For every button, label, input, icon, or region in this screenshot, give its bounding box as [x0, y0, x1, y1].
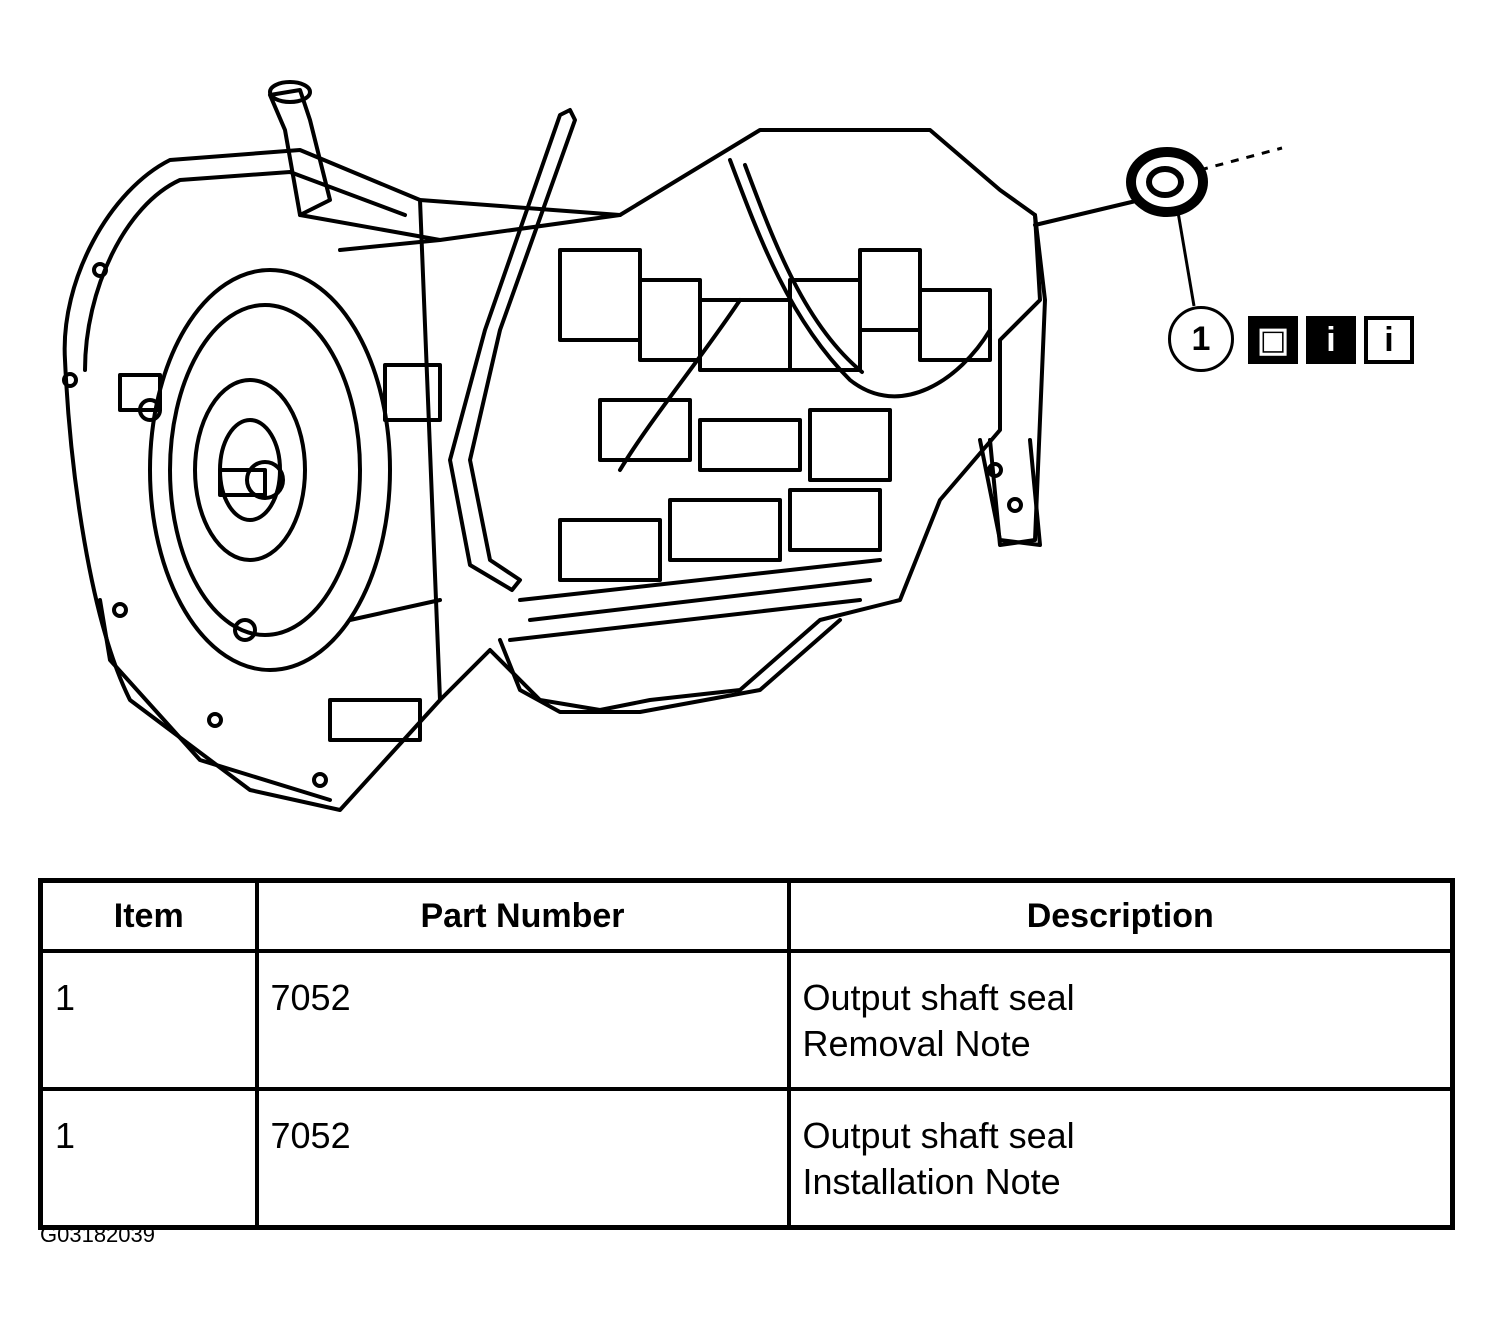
bell-housing-outline: [62, 148, 442, 812]
table-row: 1 7052 Output shaft seal Installation No…: [38, 1087, 1455, 1230]
table-row: 1 7052 Output shaft seal Removal Note: [38, 949, 1455, 1091]
cell-description: Output shaft seal Installation Note: [786, 1087, 1455, 1230]
description-line: Output shaft seal: [802, 977, 1075, 1018]
header-part-number: Part Number: [254, 878, 791, 953]
special-tool-icon: ▣: [1248, 316, 1298, 364]
figure-code: G03182039: [40, 1222, 155, 1247]
description-line: Output shaft seal: [802, 1115, 1075, 1156]
mount-bracket: [978, 438, 1042, 547]
cell-description: Output shaft seal Removal Note: [786, 949, 1455, 1091]
oil-pan: [498, 618, 842, 714]
info-outline-icon: i: [1364, 316, 1414, 364]
table-header-row: Item Part Number Description: [38, 878, 1455, 953]
cell-part-number: 7052: [254, 949, 791, 1091]
output-shaft-seal: [1126, 146, 1283, 307]
transmission-illustration: [62, 80, 1283, 812]
cell-item: 1: [38, 949, 259, 1091]
note-link-installation[interactable]: Installation Note: [802, 1161, 1061, 1202]
callout-number: 1: [1168, 306, 1234, 372]
info-icon: i: [1306, 316, 1356, 364]
header-item: Item: [38, 878, 259, 953]
parts-table: Item Part Number Description 1 7052 Outp…: [38, 878, 1455, 1230]
header-description: Description: [786, 878, 1455, 953]
cell-part-number: 7052: [254, 1087, 791, 1230]
dipstick: [448, 108, 577, 592]
cell-item: 1: [38, 1087, 259, 1230]
callout-group: 1 ▣ i i: [1168, 306, 1418, 372]
note-link-removal[interactable]: Removal Note: [802, 1023, 1031, 1064]
fill-tube: [268, 88, 332, 217]
torque-converter: [148, 268, 392, 672]
